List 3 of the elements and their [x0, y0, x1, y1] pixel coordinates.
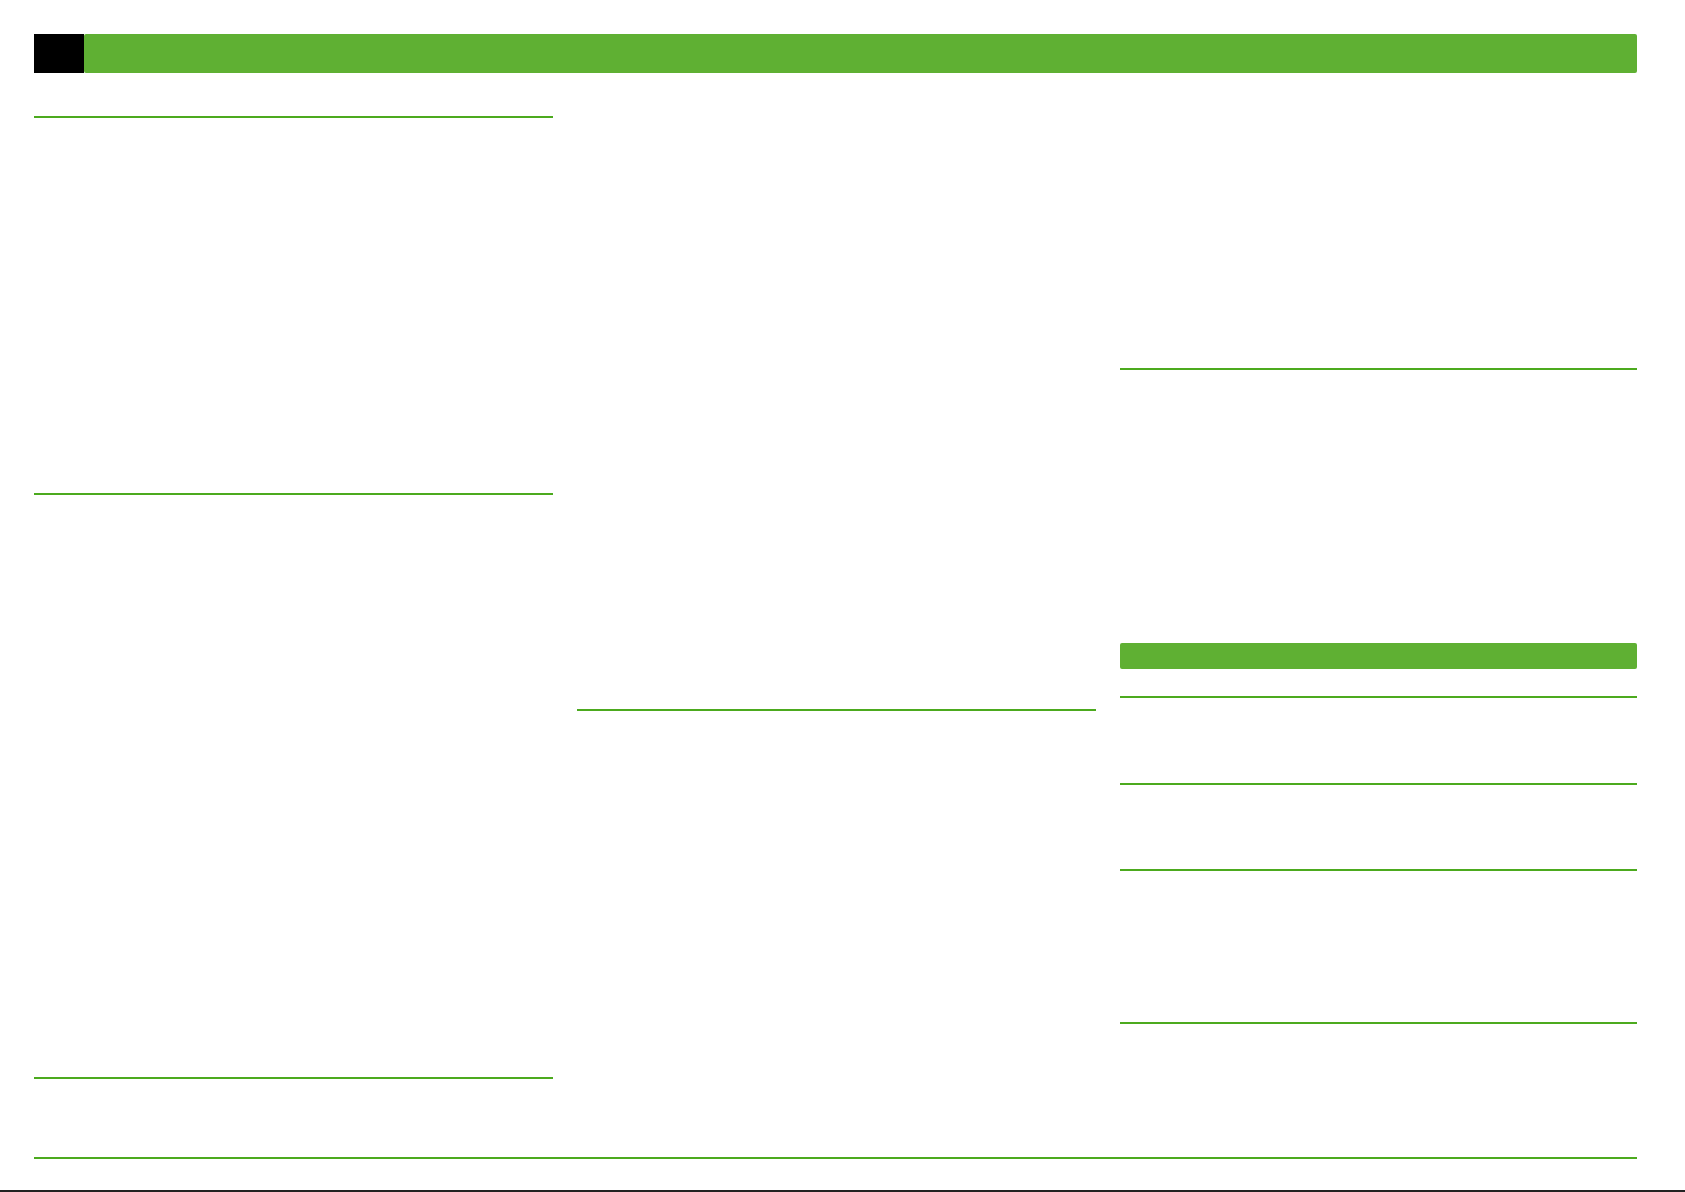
page-number-block — [34, 34, 84, 73]
header-bar — [84, 34, 1637, 73]
section-bar — [1120, 643, 1637, 669]
